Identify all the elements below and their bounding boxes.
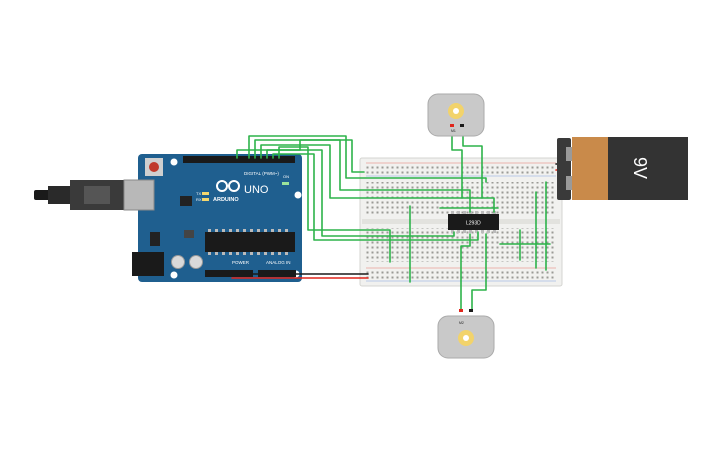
- power-header[interactable]: [205, 270, 253, 277]
- wires: [231, 135, 569, 311]
- arduino-model-text: UNO: [244, 184, 269, 196]
- motor-bottom-label: M2: [459, 321, 464, 325]
- wire-green: [254, 139, 471, 213]
- battery-label: 9V: [630, 157, 650, 179]
- motor-top-label: M1: [451, 129, 456, 133]
- usb-cable: [34, 180, 124, 210]
- wire-green: [278, 146, 391, 263]
- wire-green: [451, 135, 463, 199]
- dc-motor-bottom[interactable]: M2: [437, 309, 495, 359]
- wire-green: [462, 135, 483, 199]
- wire-green: [248, 135, 487, 183]
- arduino-brand-text: ARDUINO: [213, 197, 239, 203]
- tx-label: TX: [196, 191, 201, 196]
- ic-label: L293D: [466, 221, 481, 227]
- digital-header-label: DIGITAL (PWM~): [244, 171, 279, 176]
- dc-jack: [132, 252, 164, 276]
- wire-green: [471, 233, 487, 311]
- digital-header[interactable]: [183, 156, 295, 163]
- on-label: ON: [283, 174, 289, 179]
- power-header-label: POWER: [232, 260, 250, 265]
- arduino-uno-board[interactable]: TX RX ON ARDUINO UNO DIGITAL (PWM~) POWE…: [123, 154, 302, 282]
- rx-label: RX: [196, 197, 202, 202]
- wire-green: [260, 144, 495, 213]
- dc-motor-top[interactable]: M1: [427, 93, 485, 137]
- wire-green: [272, 153, 479, 241]
- wire-green: [266, 149, 455, 237]
- battery-9v[interactable]: 9V: [557, 137, 688, 200]
- wire-green: [460, 233, 471, 311]
- usb-port: [123, 179, 155, 211]
- wire-green: [236, 139, 365, 173]
- l293d-ic[interactable]: L293D: [448, 211, 499, 233]
- atmega-chip: [205, 232, 295, 252]
- analog-header-label: ANALOG IN: [266, 260, 291, 265]
- arduino-logo-icon: [216, 180, 240, 192]
- reset-button[interactable]: [149, 162, 159, 172]
